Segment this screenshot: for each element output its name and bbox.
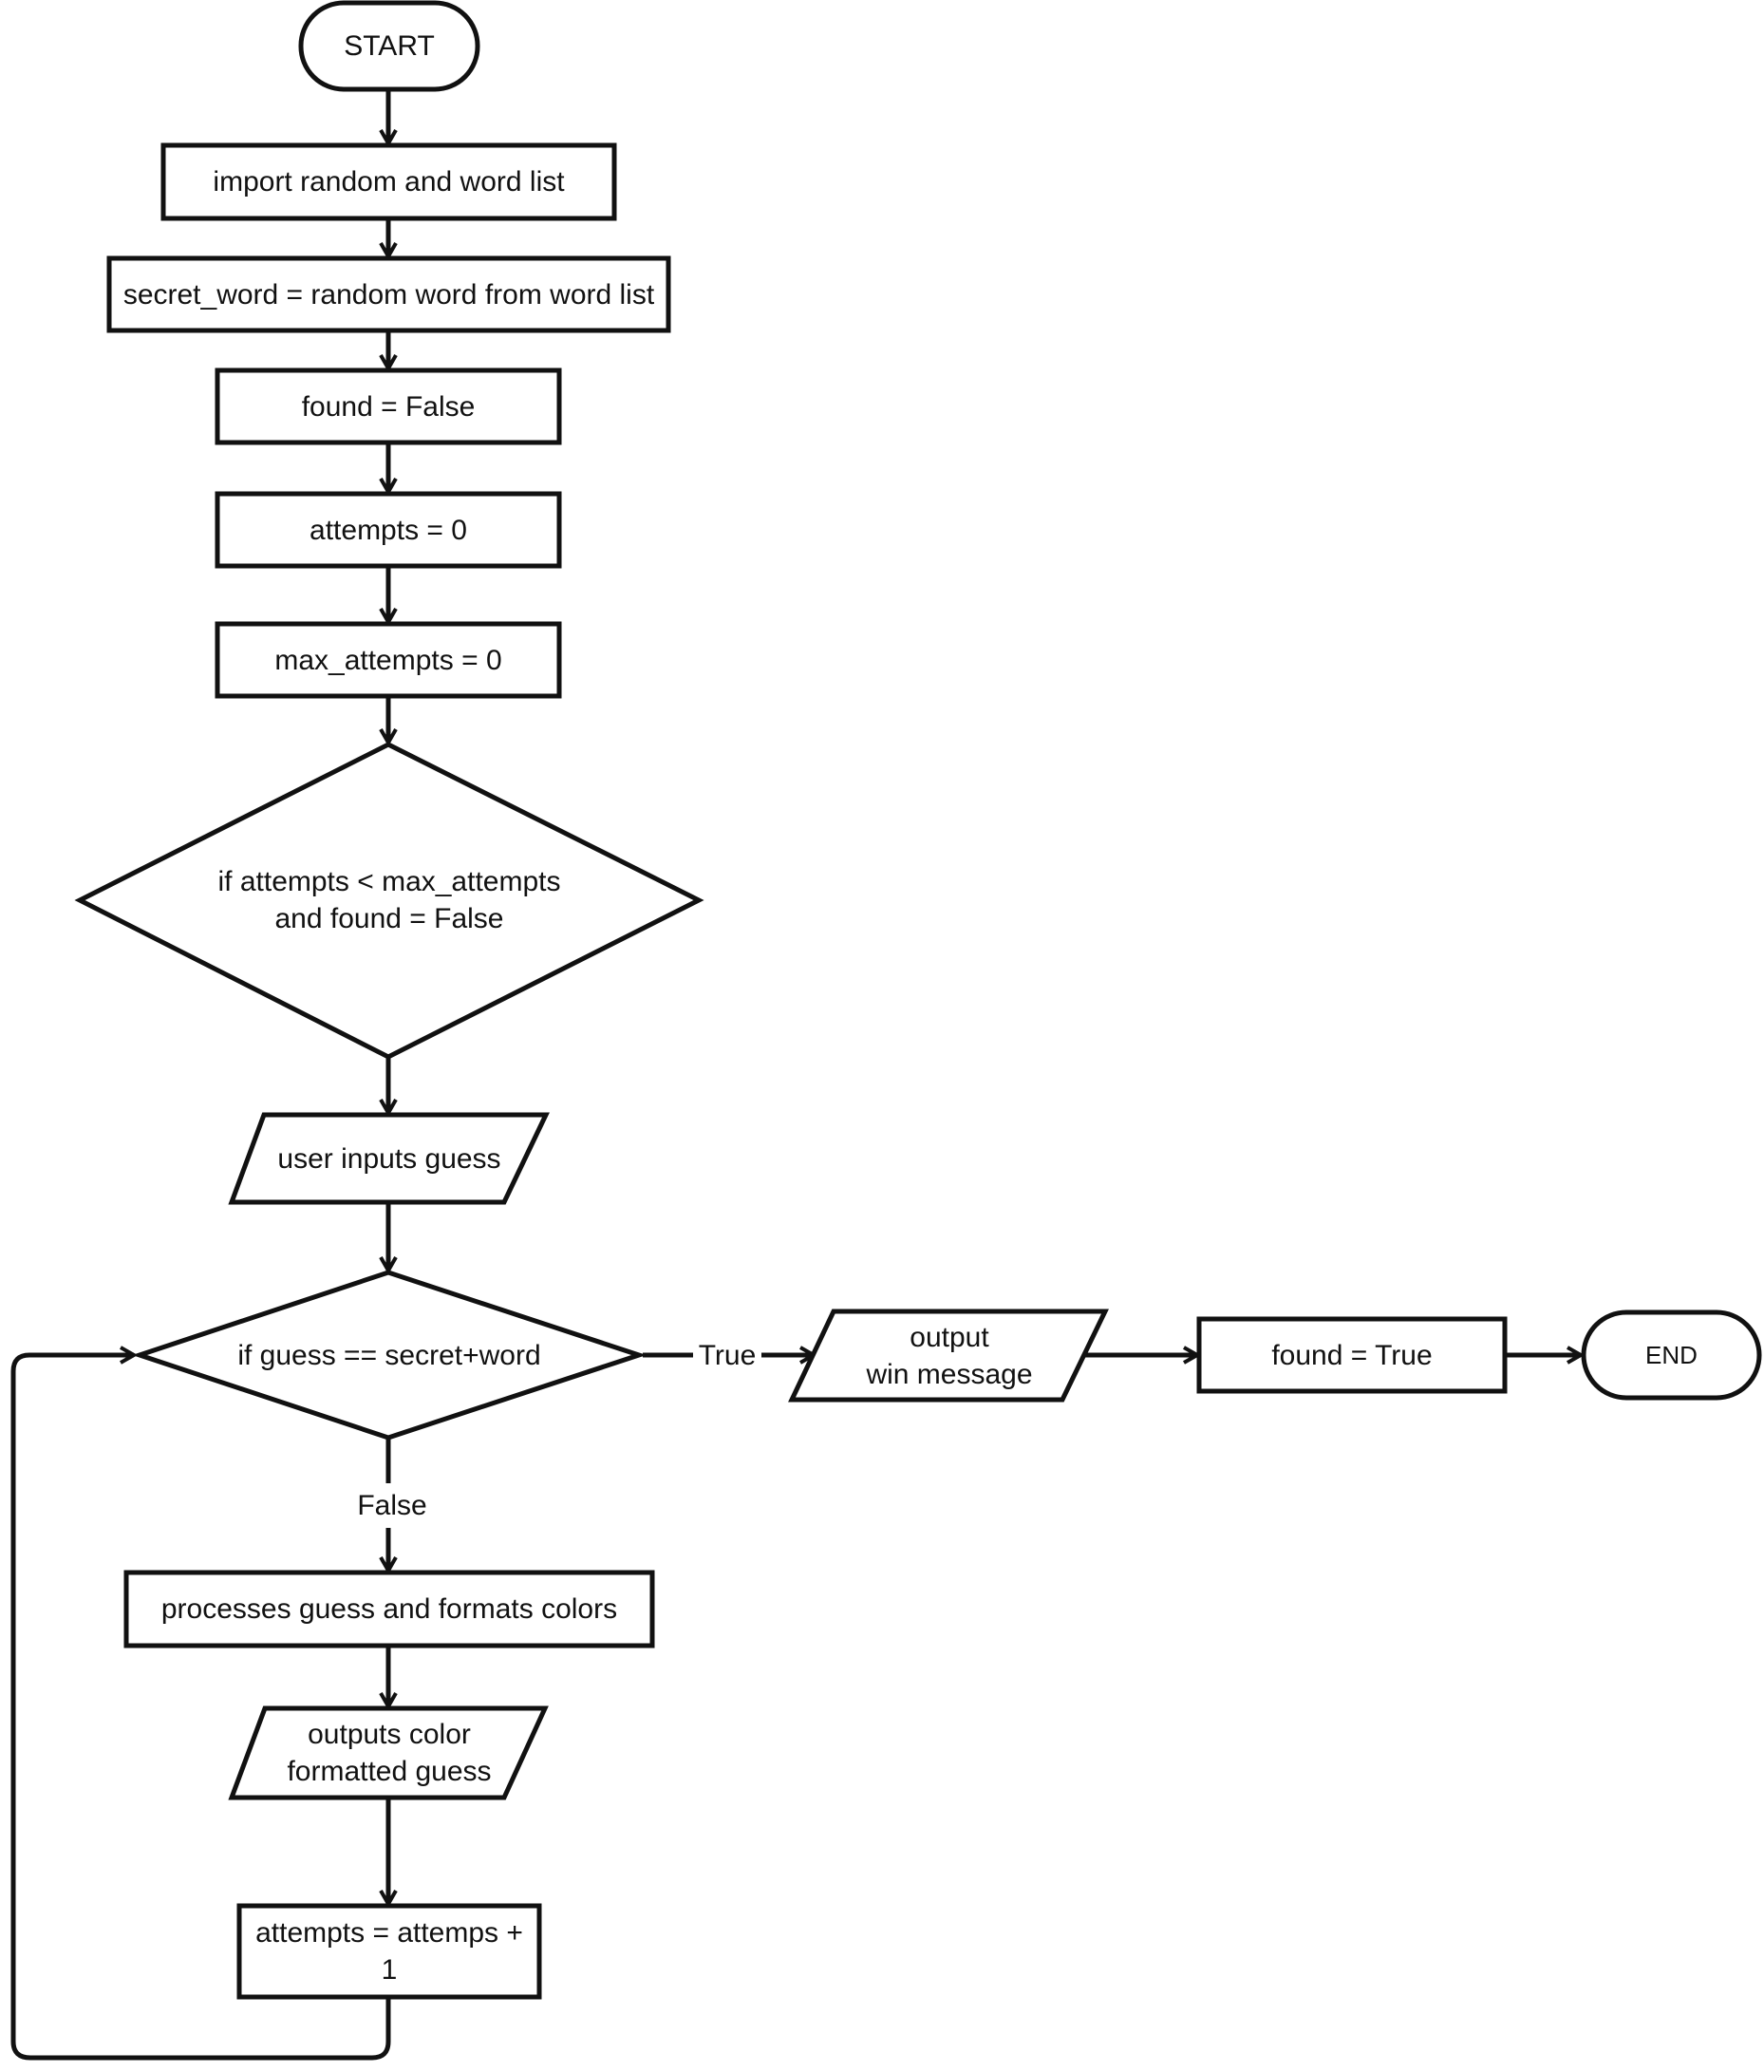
- end-label: END: [1645, 1340, 1698, 1369]
- max-attempts-label: max_attempts = 0: [274, 644, 502, 676]
- color-output-io: [228, 1705, 549, 1800]
- found-true-label: found = True: [1271, 1339, 1433, 1371]
- attempts-init-process: [215, 491, 562, 569]
- increment-label: attempts = attemps + 1: [255, 1917, 523, 1986]
- increment-process: [236, 1903, 542, 2000]
- color-output-label: outputs color formatted guess: [287, 1719, 492, 1787]
- import-process: [160, 142, 617, 221]
- max-attempts-process: [215, 621, 562, 699]
- true-edge-label: True: [693, 1337, 761, 1374]
- process-guess-label: processes guess and formats colors: [160, 1593, 618, 1625]
- guess-check-label: if guess == secret+word: [237, 1339, 541, 1371]
- found-false-process: [215, 367, 562, 445]
- attempts-init-label: attempts = 0: [310, 514, 467, 546]
- found-true-process: [1196, 1316, 1508, 1394]
- secret-word-process: [106, 255, 671, 333]
- process-guess-process: [123, 1570, 655, 1648]
- win-output-label: output win message: [866, 1321, 1033, 1390]
- guess-check-decision: [132, 1270, 647, 1441]
- loop-condition-decision: [74, 742, 704, 1060]
- start-terminal: [298, 0, 480, 92]
- import-label: import random and word list: [213, 166, 565, 198]
- start-label: START: [344, 30, 435, 62]
- false-edge-label: False: [347, 1487, 438, 1524]
- secret-word-label: secret_word = random word from word list: [122, 278, 655, 311]
- user-input-label: user inputs guess: [277, 1142, 501, 1175]
- connector-loop-back: [10, 1355, 391, 2061]
- loop-condition-label: if attempts < max_attempts and found = F…: [217, 866, 561, 934]
- found-false-label: found = False: [301, 390, 476, 423]
- win-output-io: [788, 1309, 1109, 1403]
- end-terminal: [1581, 1309, 1762, 1401]
- user-input-io: [228, 1112, 550, 1205]
